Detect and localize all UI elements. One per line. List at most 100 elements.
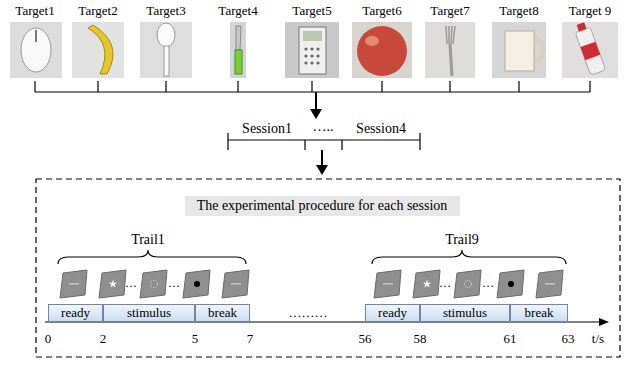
bottle-label bbox=[580, 42, 600, 61]
dot-mark bbox=[508, 281, 514, 287]
trial-name: Trail9 bbox=[445, 232, 479, 247]
target-bracket bbox=[35, 81, 590, 110]
ellipsis: … bbox=[482, 277, 494, 290]
trial-name: Trail1 bbox=[131, 232, 165, 247]
screen bbox=[183, 270, 210, 298]
screen-face bbox=[497, 270, 524, 298]
node-text: break bbox=[525, 306, 554, 320]
screen-face bbox=[413, 270, 440, 298]
photo-ground bbox=[140, 22, 192, 78]
down-arrow-head bbox=[316, 165, 328, 175]
mouse-wheel bbox=[35, 30, 37, 42]
fork-tine bbox=[448, 26, 450, 44]
axis-arrow-head bbox=[599, 318, 609, 326]
photo-ground bbox=[10, 22, 62, 78]
tiny-text-mark bbox=[69, 283, 79, 285]
mug-handle bbox=[533, 38, 543, 62]
bracket-tick bbox=[34, 81, 35, 92]
node-text: The experimental procedure for each sess… bbox=[197, 198, 448, 213]
photo-ground bbox=[230, 22, 246, 78]
photo-ground bbox=[285, 22, 339, 78]
fork-shape bbox=[446, 26, 455, 76]
knife-handle bbox=[235, 50, 242, 74]
tiny-text-mark bbox=[231, 283, 241, 285]
apple-highlight bbox=[365, 36, 379, 46]
target-name: Target5 bbox=[292, 4, 331, 18]
dotted-mark bbox=[465, 281, 472, 288]
knife-blade bbox=[236, 26, 241, 50]
target-name: Target2 bbox=[78, 4, 117, 18]
target-name: Target7 bbox=[430, 4, 469, 18]
time-tick: 61 bbox=[504, 332, 517, 346]
screen bbox=[454, 270, 481, 298]
time-tick: 0 bbox=[45, 332, 52, 346]
session-name: Session1 bbox=[242, 121, 292, 136]
screen-face bbox=[99, 270, 126, 298]
spoon-bowl bbox=[157, 23, 175, 47]
time-tick: 58 bbox=[414, 332, 427, 346]
phase-band: ready bbox=[48, 304, 103, 322]
title-band: The experimental procedure for each sess… bbox=[185, 196, 460, 216]
bracket-tick bbox=[165, 81, 166, 92]
target-name: Target 9 bbox=[569, 4, 612, 18]
session-frame bbox=[36, 179, 620, 357]
tiny-text-mark bbox=[545, 283, 555, 285]
screen bbox=[374, 270, 401, 298]
button bbox=[304, 61, 307, 64]
screen-face bbox=[454, 270, 481, 298]
bracket-tick bbox=[419, 133, 420, 150]
curly-brace bbox=[372, 250, 566, 264]
fork-tine bbox=[451, 26, 452, 44]
star-mark bbox=[423, 280, 431, 288]
button bbox=[316, 61, 319, 64]
node-text: stimulus bbox=[443, 306, 487, 320]
down-arrow-shaft bbox=[321, 150, 323, 166]
bottle-body bbox=[575, 27, 606, 76]
button bbox=[310, 47, 313, 50]
phase-band: break bbox=[195, 304, 250, 322]
node-text: break bbox=[208, 306, 237, 320]
button bbox=[304, 47, 307, 50]
remote-buttons bbox=[304, 47, 319, 64]
button bbox=[310, 61, 313, 64]
button bbox=[310, 54, 313, 57]
bottle-cap bbox=[577, 22, 587, 31]
photo-ground bbox=[352, 22, 412, 78]
phase-band: break bbox=[510, 304, 568, 322]
mug-shape bbox=[505, 31, 534, 71]
bracket-tick bbox=[381, 81, 382, 92]
button bbox=[304, 54, 307, 57]
target-photos bbox=[10, 21, 618, 78]
bracket-tick bbox=[304, 140, 305, 150]
bracket-tick bbox=[341, 140, 342, 150]
apple-shape bbox=[357, 26, 407, 76]
spoon-handle bbox=[164, 46, 169, 76]
session-bracket bbox=[228, 133, 420, 166]
button bbox=[316, 47, 319, 50]
screen-face bbox=[536, 270, 563, 298]
target-name: Target8 bbox=[499, 4, 538, 18]
time-tick: 56 bbox=[359, 332, 372, 346]
remote-screen bbox=[303, 31, 322, 41]
screen bbox=[99, 270, 126, 298]
bottle-shape bbox=[573, 21, 606, 75]
fork-tine bbox=[446, 26, 447, 44]
screen-face bbox=[60, 270, 87, 298]
time-tick: 2 bbox=[100, 332, 107, 346]
bracket-tick bbox=[97, 81, 98, 92]
time-tick: 5 bbox=[192, 332, 199, 346]
tiny-text-mark bbox=[383, 283, 393, 285]
bracket-tick bbox=[227, 133, 228, 150]
star-mark bbox=[109, 280, 117, 288]
ellipsis: … bbox=[439, 277, 451, 290]
phase-band: stimulus bbox=[103, 304, 195, 322]
screen bbox=[140, 270, 167, 298]
down-arrow-head bbox=[310, 109, 322, 119]
time-tick: 7 bbox=[247, 332, 254, 346]
bracket-tick bbox=[311, 81, 312, 92]
phase-band: stimulus bbox=[420, 304, 510, 322]
photo-ground bbox=[72, 22, 124, 78]
ellipsis: … bbox=[168, 277, 180, 290]
button bbox=[316, 54, 319, 57]
